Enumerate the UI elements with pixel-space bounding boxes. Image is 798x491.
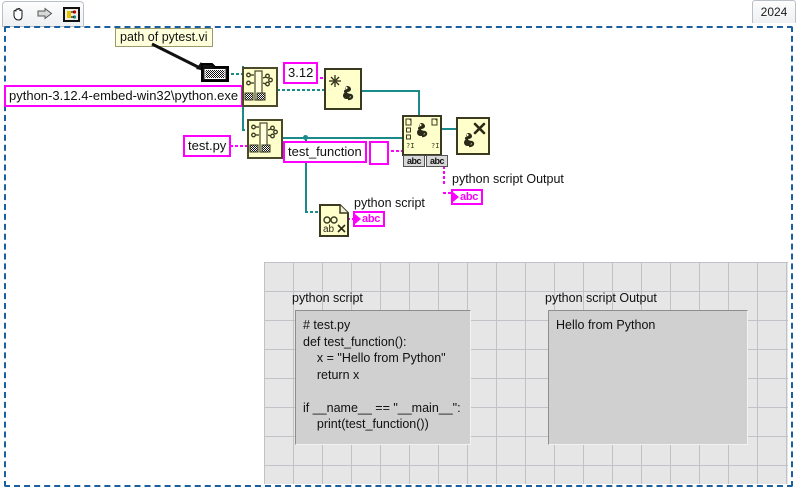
panel-python-script-textbox[interactable]: # test.py def test_function(): x = "Hell… xyxy=(295,310,471,445)
wire-return-to-indicator xyxy=(443,192,451,194)
wire-module-to-pynode xyxy=(306,137,402,139)
terminal-arrow-icon-2 xyxy=(355,214,361,224)
folder-path-icon[interactable] xyxy=(200,58,230,84)
wire-buildpath2-out xyxy=(282,137,306,139)
front-panel-preview: python script # test.py def test_functio… xyxy=(264,262,788,484)
type-selector-1[interactable]: abc xyxy=(426,155,448,167)
python-script-label: python script xyxy=(354,196,425,210)
wire-return-down xyxy=(443,156,445,186)
read-text-file-node[interactable]: ab xyxy=(318,203,352,239)
python-node[interactable]: ?I ?I xyxy=(402,115,442,156)
wire-module-down xyxy=(305,137,307,212)
build-path-node-2[interactable] xyxy=(247,119,283,159)
python-exe-path-constant[interactable]: python-3.12.4-embed-win32\python.exe xyxy=(4,85,244,107)
year-tab[interactable]: 2024 xyxy=(752,0,796,23)
script-file-constant[interactable]: test.py xyxy=(183,135,232,157)
vi-icon[interactable] xyxy=(59,3,83,25)
function-params-constant[interactable] xyxy=(369,141,389,165)
free-label-path-of-vi: path of pytest.vi xyxy=(115,28,213,47)
terminal-type-label: abc xyxy=(460,191,479,203)
svg-text:?I: ?I xyxy=(406,142,414,150)
type-selector-0[interactable]: abc xyxy=(403,155,425,167)
wire-params-to-pynode xyxy=(386,150,402,152)
wire-session-right xyxy=(362,90,420,92)
svg-text:ab: ab xyxy=(323,224,335,235)
diagram-frame xyxy=(4,26,793,487)
wire-vipath-to-buildpath2 xyxy=(242,129,248,131)
arrow-icon[interactable] xyxy=(33,3,57,25)
svg-text:?I: ?I xyxy=(431,142,439,150)
wire-module-to-readfile xyxy=(305,211,320,213)
terminal-arrow-icon xyxy=(453,192,459,202)
wire-folder-to-buildpath1 xyxy=(226,73,242,75)
python-script-output-label: python script Output xyxy=(452,172,564,186)
panel-output-textbox[interactable]: Hello from Python xyxy=(548,310,748,445)
toolbar xyxy=(2,1,84,27)
hand-tool-icon[interactable] xyxy=(7,3,31,25)
function-name-constant[interactable]: test_function xyxy=(283,141,367,163)
python-script-terminal[interactable]: abc xyxy=(353,211,385,227)
wire-pynode-to-close xyxy=(442,128,456,130)
wire-testpy-to-buildpath2 xyxy=(230,145,248,147)
open-python-session-node[interactable] xyxy=(324,68,362,110)
close-python-session-node[interactable] xyxy=(456,117,490,155)
python-script-output-terminal[interactable]: abc xyxy=(451,189,483,205)
terminal-type-label-2: abc xyxy=(362,213,381,225)
wire-version-to-opensession xyxy=(315,77,324,79)
python-version-constant[interactable]: 3.12 xyxy=(283,62,319,84)
panel-python-script-label: python script xyxy=(292,291,363,305)
panel-output-label: python script Output xyxy=(545,291,657,305)
build-path-node-1[interactable] xyxy=(242,67,278,107)
wire-buildpath1-to-opensession xyxy=(277,89,324,91)
wire-readfile-to-indicator xyxy=(347,218,353,220)
python-node-type-selectors[interactable]: abc abc xyxy=(403,155,448,167)
wire-session-down xyxy=(418,90,420,123)
